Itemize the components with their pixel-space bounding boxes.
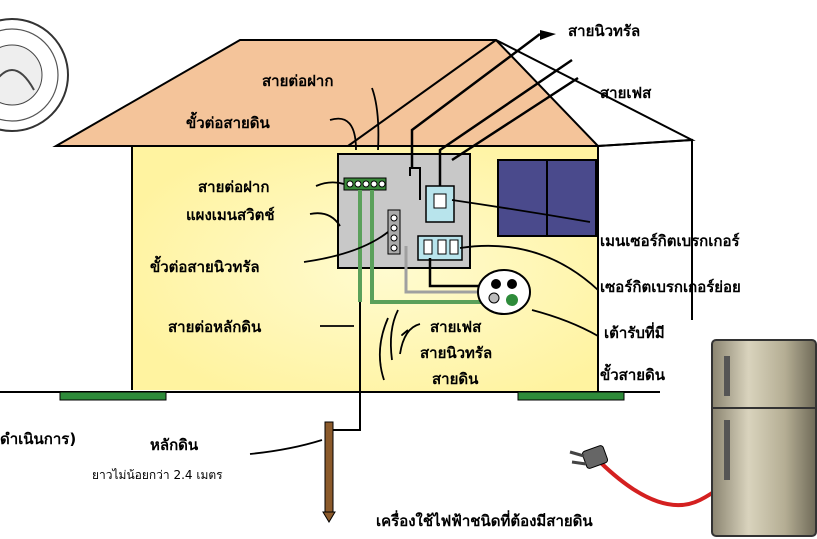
outlet bbox=[477, 269, 531, 315]
service-wires bbox=[410, 30, 579, 186]
ground-electrode bbox=[322, 302, 361, 523]
leader-lines bbox=[249, 87, 599, 455]
label-ground-terminal: ขั้วต่อสายดิน bbox=[186, 114, 270, 132]
label-bonding-wire-top: สายต่อฝาก bbox=[262, 72, 334, 90]
label-sub-breaker: เซอร์กิตเบรกเกอร์ย่อย bbox=[600, 278, 741, 296]
branch-wires bbox=[358, 167, 494, 304]
roof bbox=[52, 39, 601, 147]
label-main-breaker: เมนเซอร์กิตเบรกเกอร์ bbox=[600, 232, 740, 250]
seal-logo bbox=[0, 18, 69, 132]
label-outlet-line1: เต้ารับที่มี bbox=[604, 324, 665, 342]
label-cut-text: ดำเนินการ) bbox=[0, 430, 77, 448]
footing-left bbox=[59, 391, 167, 401]
label-wire-ground-inner: สายดิน bbox=[432, 370, 479, 388]
label-bonding-wire-left: สายต่อฝาก bbox=[198, 178, 270, 196]
ground-rod bbox=[324, 421, 334, 513]
window bbox=[497, 159, 597, 237]
main-switch-panel bbox=[337, 153, 471, 269]
label-ground-electrode-conductor: สายต่อหลักดิน bbox=[168, 318, 262, 336]
label-neutral-wire-top: สายนิวทรัล bbox=[568, 22, 641, 40]
label-neutral-terminal: ขั้วต่อสายนิวทรัล bbox=[150, 258, 260, 276]
label-ground-rod: หลักดิน bbox=[150, 436, 199, 454]
label-appliance: เครื่องใช้ไฟฟ้าชนิดที่ต้องมีสายดิน bbox=[376, 512, 593, 530]
footing-right bbox=[517, 391, 625, 401]
label-main-switch-panel: แผงเมนสวิตช์ bbox=[186, 206, 275, 224]
label-wire-neutral-inner: สายนิวทรัล bbox=[420, 344, 493, 362]
label-ground-rod-length: ยาวไม่น้อยกว่า 2.4 เมตร bbox=[92, 468, 223, 482]
label-phase-wire-top: สายเฟส bbox=[600, 84, 652, 102]
label-wire-phase-inner: สายเฟส bbox=[430, 318, 482, 336]
label-outlet-line2: ขั้วสายดิน bbox=[600, 366, 666, 384]
refrigerator bbox=[711, 339, 817, 537]
